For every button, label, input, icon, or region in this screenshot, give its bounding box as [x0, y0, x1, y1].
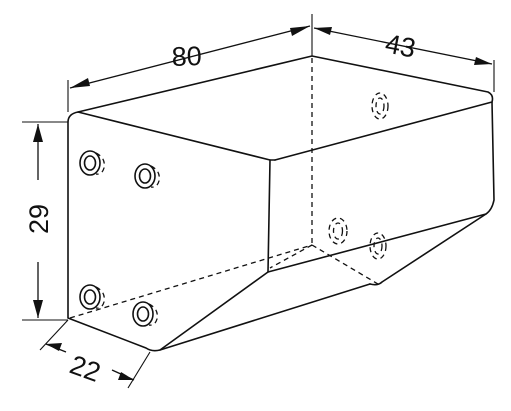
hidden-base [69, 244, 313, 319]
dimension-flange: 22 [39, 319, 151, 389]
bottom-edge [159, 283, 371, 351]
hole-front-bottom-left [79, 284, 105, 310]
hole-hidden-right [369, 232, 387, 260]
hidden-bottom-left [269, 244, 313, 269]
dimension-length: 80 [67, 14, 313, 112]
dimension-label-flange: 22 [66, 349, 104, 387]
hole-front-top-right [134, 163, 160, 189]
dimension-label-height: 29 [24, 204, 54, 234]
front-face [67, 111, 271, 352]
hidden-bottom-right [311, 244, 379, 285]
dimension-height: 29 [22, 121, 68, 321]
hole-hidden-top [371, 92, 389, 120]
bracket-body [67, 55, 495, 352]
dimension-depth: 43 [313, 27, 495, 92]
top-face [77, 55, 494, 161]
dimension-label-depth: 43 [383, 28, 418, 63]
hole-front-bottom-right [132, 301, 158, 327]
inner-edge [267, 213, 487, 273]
hidden-edges [69, 58, 379, 319]
hole-front-top-left [79, 150, 105, 176]
hole-hidden-middle [328, 217, 348, 245]
dimension-label-length: 80 [171, 41, 202, 72]
